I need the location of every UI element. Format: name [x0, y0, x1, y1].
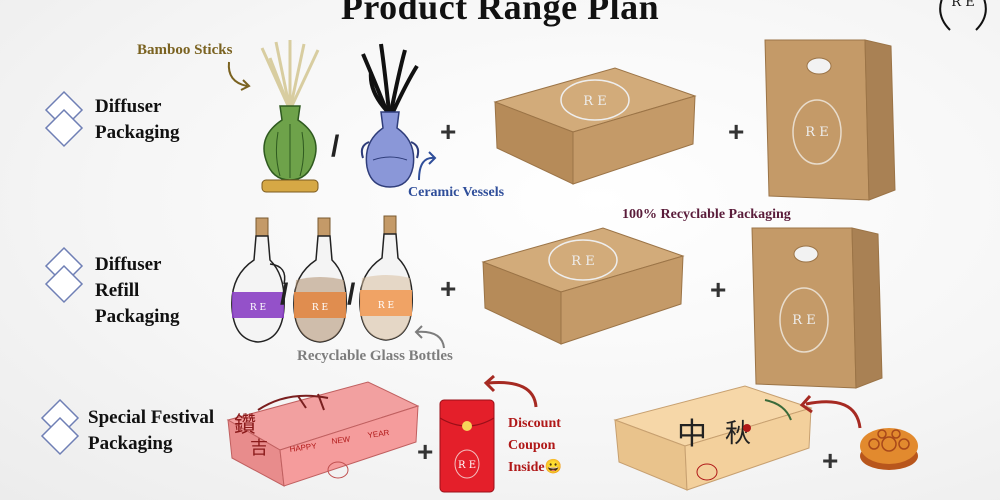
bottle-logo-text: R E	[312, 303, 328, 313]
curved-arrow-icon	[483, 374, 538, 408]
section-label-refill: Diffuser Refill Packaging	[95, 252, 179, 330]
festival-text-year: YEAR	[367, 428, 390, 440]
glass-bottle-purple-image: R E	[231, 217, 286, 343]
logo-text: R E	[951, 0, 974, 10]
coupon-line: Coupon	[508, 438, 556, 453]
svg-text:鑽: 鑽	[234, 413, 256, 438]
envelope-logo-text: R E	[458, 460, 476, 471]
box-logo-text: R E	[571, 254, 594, 269]
mooncake-image	[860, 428, 918, 470]
diamond-bullet-icon	[44, 90, 104, 150]
separator-slash: /	[331, 130, 340, 163]
festival-text-happy: HAPPY	[289, 441, 318, 454]
label-line: Packaging	[95, 122, 180, 143]
section-label-diffuser: Diffuser Packaging	[95, 94, 179, 146]
coupon-line: Inside😀	[508, 460, 563, 475]
svg-text:中: 中	[677, 417, 707, 452]
festival-text-new: NEW	[331, 434, 351, 446]
section-label-festival: Special Festival Packaging	[88, 405, 214, 457]
separator-slash: /	[347, 278, 356, 311]
curved-arrow-icon	[227, 61, 251, 91]
glass-bottles-label: Recyclable Glass Bottles	[297, 348, 453, 364]
mooncake-festival-box-image: 中 秋	[613, 385, 813, 491]
label-line: Packaging	[88, 433, 173, 454]
kraft-box-image: R E	[493, 67, 697, 185]
red-envelope-image: R E	[439, 399, 495, 493]
plus-sign: +	[417, 436, 434, 467]
bottle-logo-text: R E	[378, 301, 394, 311]
brand-logo: R E	[930, 0, 996, 32]
plus-sign: +	[710, 274, 727, 305]
page-title: Product Range Plan	[340, 0, 660, 27]
recyclable-packaging-label: 100% Recyclable Packaging	[622, 207, 791, 222]
bamboo-sticks-label: Bamboo Sticks	[137, 42, 233, 58]
curved-arrow-icon	[418, 151, 437, 181]
plus-sign: +	[440, 273, 457, 304]
plus-sign: +	[728, 116, 745, 147]
bag-logo-text: R E	[792, 313, 815, 328]
label-line: Diffuser	[95, 96, 162, 117]
blue-ceramic-vase-image	[360, 43, 420, 188]
glass-bottle-orange-image: R E	[359, 215, 413, 341]
svg-text:秋: 秋	[725, 419, 751, 449]
label-line: Diffuser	[95, 254, 162, 275]
curved-arrow-icon	[414, 325, 445, 349]
ceramic-vessels-label: Ceramic Vessels	[408, 185, 505, 200]
svg-text:吉: 吉	[250, 438, 268, 459]
plus-sign: +	[822, 445, 839, 476]
bag-logo-text: R E	[805, 125, 828, 140]
kraft-box-image: R E	[481, 227, 685, 345]
pink-festival-box-image: 鑽 吉 HAPPY NEW YEAR	[226, 381, 420, 487]
discount-coupon-label: Discount Coupon Inside😀	[508, 413, 562, 479]
separator-slash: /	[280, 278, 289, 311]
diamond-bullet-icon	[40, 398, 100, 458]
label-line: Refill	[95, 280, 140, 301]
curved-arrow-icon	[799, 395, 862, 429]
glass-bottle-brown-image: R E	[293, 217, 347, 343]
coupon-line: Discount	[508, 416, 561, 431]
plus-sign: +	[440, 116, 457, 147]
kraft-bag-image: R E	[751, 227, 883, 389]
diamond-bullet-icon	[44, 246, 104, 306]
label-line: Packaging	[95, 306, 180, 327]
box-logo-text: R E	[583, 94, 606, 109]
green-diffuser-vase-image	[260, 40, 320, 193]
bottle-logo-text: R E	[250, 303, 266, 313]
kraft-bag-image: R E	[764, 39, 896, 201]
label-line: Special Festival	[88, 407, 215, 428]
